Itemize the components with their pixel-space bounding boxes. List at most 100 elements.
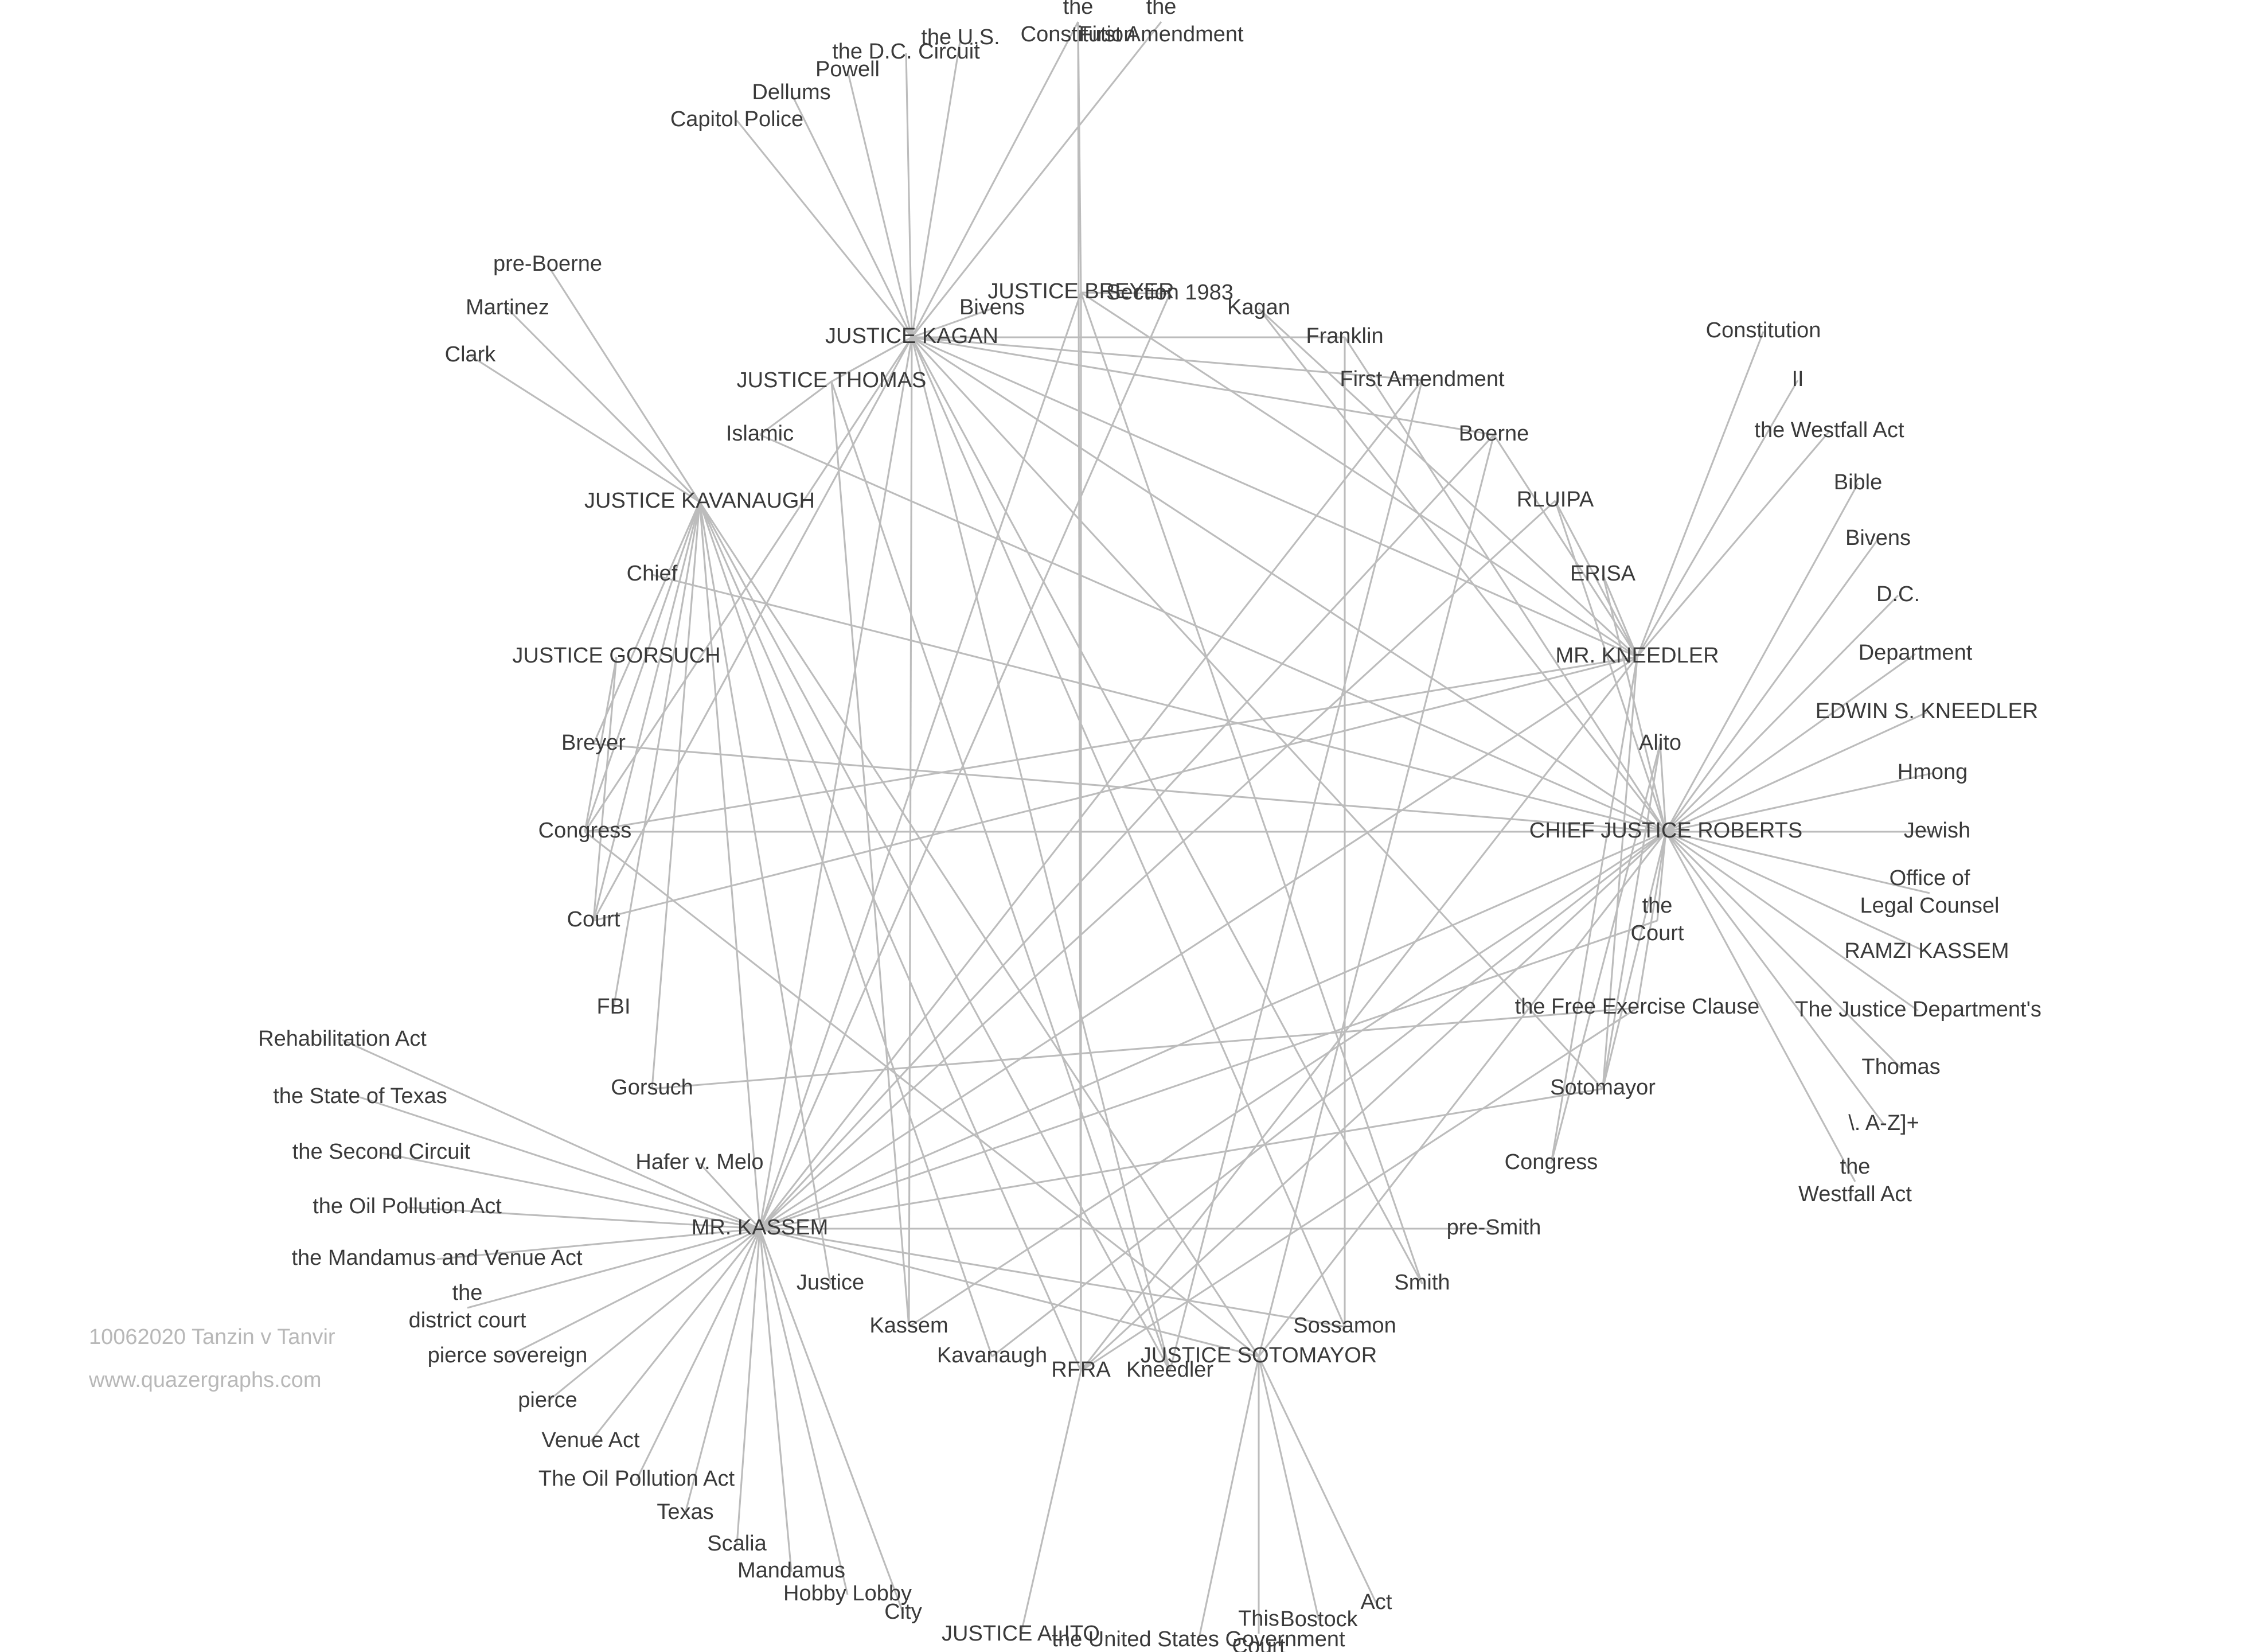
edge-breyer-kneedler bbox=[1080, 291, 1638, 658]
node-dellums: Dellums bbox=[752, 80, 830, 104]
node-the-second-circuit: the Second Circuit bbox=[292, 1140, 471, 1164]
edge-breyer-kassem bbox=[759, 292, 1082, 1229]
edge-kassem-scalia bbox=[736, 1228, 761, 1545]
edge-kagan-congress bbox=[584, 337, 913, 832]
edge-kagan-sotomayor2 bbox=[911, 336, 1604, 1090]
node-justice-thomas: JUSTICE THOMAS bbox=[737, 368, 927, 392]
edge-kagan-dccircuit bbox=[905, 52, 913, 338]
edge-kneedler2-firstamend bbox=[1169, 380, 1423, 1372]
edge-sotomayor-boerne bbox=[1258, 434, 1495, 1357]
node-hafer-v-melo: Hafer v. Melo bbox=[635, 1150, 763, 1174]
edge-thomas-kneedler2 bbox=[830, 381, 1171, 1372]
node-justice-kagan: JUSTICE KAGAN bbox=[825, 324, 998, 348]
edge-kassem-thecourt bbox=[759, 919, 1658, 1230]
edge-roberts-rluipa bbox=[1554, 500, 1667, 832]
node-bible: Bible bbox=[1834, 470, 1883, 494]
edge-kavanaugh-clark bbox=[470, 354, 700, 503]
edge-layer bbox=[342, 21, 1937, 1641]
edge-kavanaugh-preboerne bbox=[546, 264, 701, 502]
node-mandamus: Mandamus bbox=[737, 1559, 845, 1583]
edge-roberts-thecourt bbox=[1656, 831, 1667, 921]
edge-gorsuch-court bbox=[592, 656, 618, 921]
node-jewish: Jewish bbox=[1904, 819, 1970, 843]
edge-sotomayor-bostock bbox=[1258, 1356, 1320, 1621]
node-d-c: D.C. bbox=[1876, 582, 1920, 606]
edge-roberts-kassem bbox=[759, 831, 1666, 1230]
edge-roberts-bivens2 bbox=[1665, 539, 1879, 832]
node-justice-alito: JUSTICE ALITO bbox=[942, 1622, 1100, 1646]
edge-roberts-dc bbox=[1665, 594, 1899, 833]
edge-kneedler-court bbox=[593, 656, 1638, 922]
node-a-z: \. A-Z]+ bbox=[1848, 1111, 1919, 1135]
edge-kavanaugh-martinez bbox=[506, 307, 701, 503]
edge-roberts-edwin bbox=[1665, 711, 1927, 833]
node-fbi: FBI bbox=[596, 995, 630, 1019]
edge-kneedler-congress2 bbox=[1550, 656, 1638, 1164]
edge-kassem-pierce bbox=[547, 1228, 760, 1402]
node-section-1983: Section 1983 bbox=[1106, 280, 1233, 305]
node-the-oil-pollution-act: The Oil Pollution Act bbox=[538, 1467, 735, 1491]
node-the-oil-pollution-act: the Oil Pollution Act bbox=[313, 1194, 502, 1218]
edge-kassem-oilpollution2 bbox=[635, 1228, 761, 1480]
node-court: Court bbox=[567, 907, 620, 932]
edge-kagan-thefirstamend bbox=[911, 21, 1162, 338]
node-erisa: ERISA bbox=[1570, 562, 1636, 586]
edge-kassem-mandamus bbox=[759, 1228, 793, 1572]
edge-roberts-kassem2 bbox=[908, 831, 1666, 1328]
node-hmong: Hmong bbox=[1898, 760, 1968, 784]
edge-roberts-olc bbox=[1665, 831, 1930, 894]
edge-rfra-theconst bbox=[1077, 21, 1082, 1372]
edge-breyer-smith bbox=[1080, 292, 1423, 1284]
edge-kassem-oilpollution bbox=[407, 1206, 760, 1230]
edge-roberts-breyer2 bbox=[593, 743, 1666, 833]
node-justice: Justice bbox=[797, 1271, 864, 1295]
edge-sotomayor-usgov bbox=[1197, 1356, 1260, 1641]
edge-roberts-bible bbox=[1665, 483, 1859, 832]
node-alito: Alito bbox=[1639, 731, 1681, 755]
edge-kassem-boerne bbox=[759, 434, 1495, 1230]
node-breyer: Breyer bbox=[561, 731, 626, 755]
edge-kavanaugh-justice bbox=[698, 501, 832, 1284]
edge-gorsuch2-freeexercise bbox=[651, 1007, 1638, 1090]
edge-roberts-franklin bbox=[1344, 337, 1667, 832]
edge-kavanaugh-sotomayor bbox=[698, 501, 1260, 1357]
node-pre-boerne: pre-Boerne bbox=[493, 252, 602, 276]
edge-roberts-rfra bbox=[1080, 831, 1667, 1372]
edge-kassem-texas bbox=[684, 1228, 761, 1514]
node-gorsuch: Gorsuch bbox=[611, 1076, 693, 1100]
edge-kassem-texasstate bbox=[360, 1096, 760, 1230]
edge-kagan-firstamend bbox=[911, 336, 1423, 381]
edge-thomas-islamic bbox=[759, 380, 832, 436]
watermark-site: www.quazergraphs.com bbox=[89, 1368, 322, 1392]
node-chief: Chief bbox=[627, 562, 678, 586]
edge-kavanaugh-kavanaugh2 bbox=[698, 501, 993, 1357]
node-mr-kassem: MR. KASSEM bbox=[692, 1215, 829, 1240]
edge-kagan-kneedler bbox=[911, 336, 1638, 658]
edge-kassem-mandamusvenue bbox=[436, 1228, 760, 1260]
node-congress: Congress bbox=[1505, 1150, 1598, 1174]
node-pre-smith: pre-Smith bbox=[1447, 1215, 1541, 1240]
edge-roberts-kagan2 bbox=[1258, 308, 1667, 832]
node-texas: Texas bbox=[657, 1500, 713, 1524]
edge-thomas-kassem2 bbox=[830, 381, 910, 1327]
node-constitution: Constitution bbox=[1706, 318, 1821, 342]
edge-kneedler-kagan2 bbox=[1258, 307, 1638, 658]
node-justice-breyer: JUSTICE BREYER bbox=[987, 279, 1174, 303]
edge-roberts-justicedept bbox=[1665, 831, 1919, 1012]
edge-roberts-sotomayor bbox=[1258, 831, 1667, 1357]
node-powell: Powell bbox=[815, 57, 880, 81]
edge-kavanaugh-fbi bbox=[612, 501, 701, 1008]
edge-kavanaugh-gorsuch2 bbox=[651, 501, 701, 1089]
node-rehabilitation-act: Rehabilitation Act bbox=[258, 1027, 427, 1051]
edge-roberts-kavanaugh2 bbox=[991, 831, 1666, 1358]
node-congress: Congress bbox=[538, 819, 632, 843]
edge-kassem-districtcourt bbox=[467, 1228, 760, 1309]
edge-roberts-westfall2 bbox=[1665, 831, 1856, 1182]
edge-kagan-theus bbox=[911, 38, 962, 338]
edge-kneedler-kassem bbox=[759, 656, 1638, 1230]
node-mr-kneedler: MR. KNEEDLER bbox=[1555, 644, 1719, 668]
edge-kavanaugh-court bbox=[592, 501, 701, 921]
